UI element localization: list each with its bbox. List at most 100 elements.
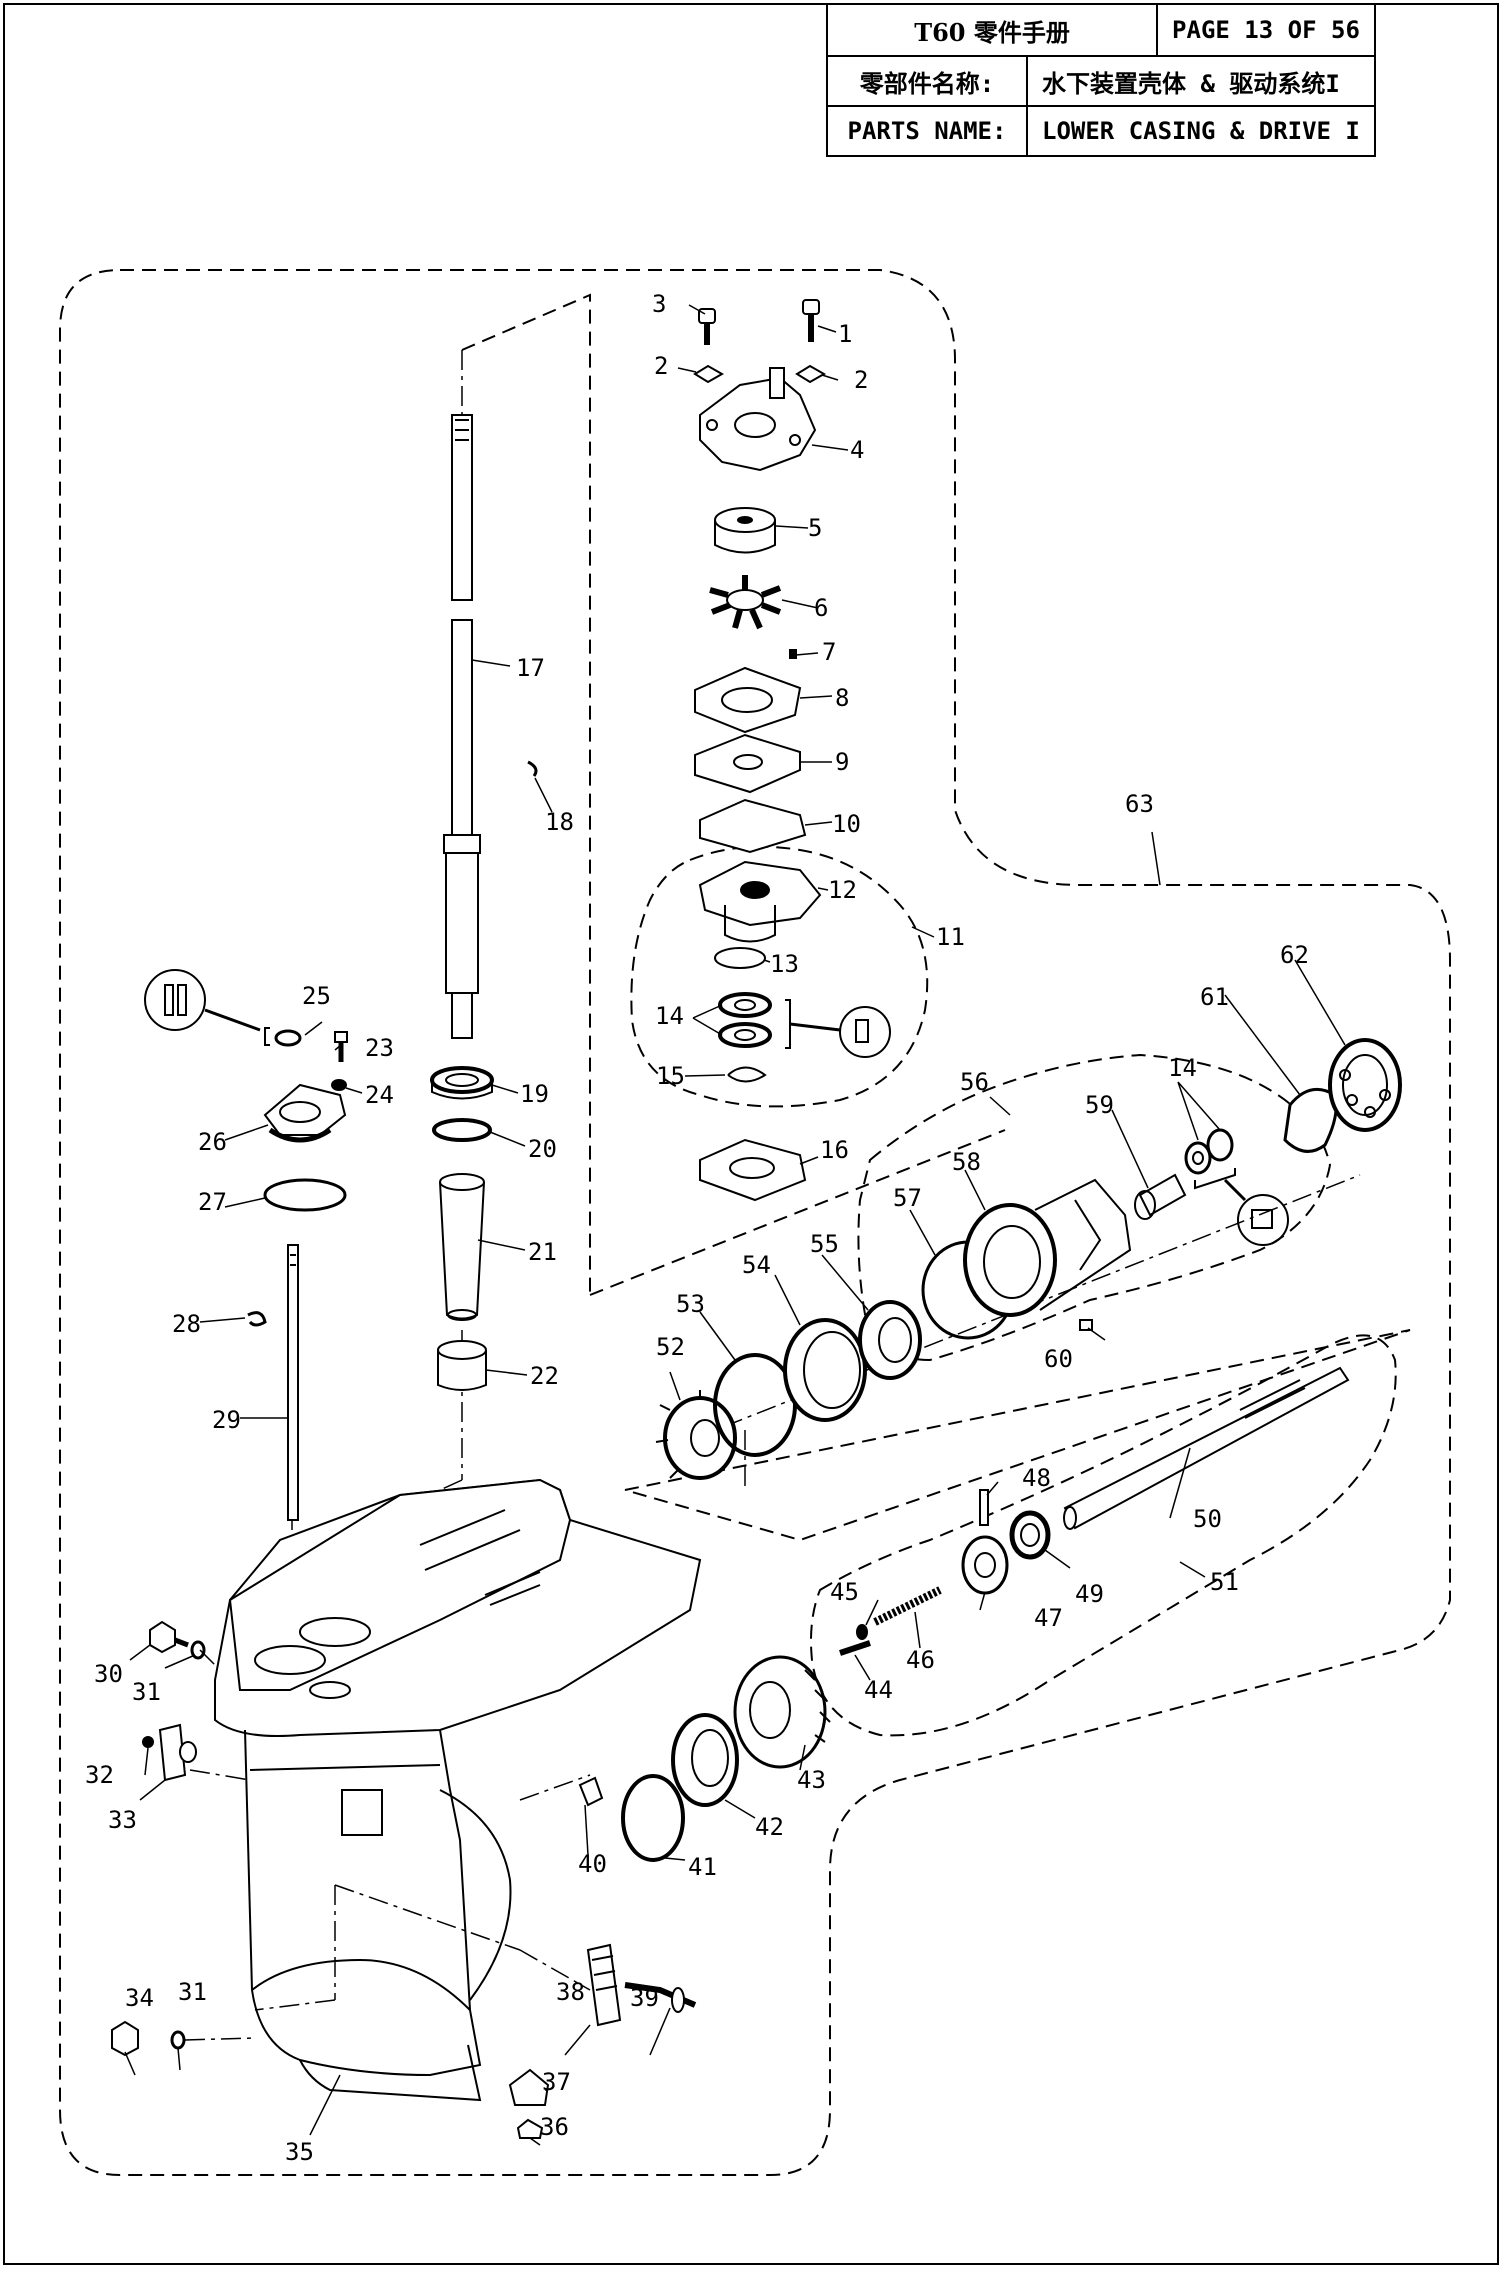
outer-plate-9: [694, 733, 801, 794]
washer-24: [331, 1079, 347, 1091]
callout-38: 38: [556, 1978, 585, 2006]
bottom-fittings: [508, 1776, 697, 2139]
callout-61: 61: [1200, 983, 1229, 1011]
shift-rod-group: [144, 969, 348, 1521]
gasket-10: [699, 798, 807, 854]
callout-47: 47: [1034, 1604, 1063, 1632]
callout-56: 56: [960, 1068, 989, 1096]
callout-62: 62: [1280, 941, 1309, 969]
gasket-31-top: [190, 1640, 206, 1660]
title-block: T60 零件手册 PAGE 13 OF 56 零部件名称: 水下装置壳体 & 驱…: [825, 3, 1376, 157]
ball-bearing-55: [858, 1300, 922, 1380]
bolt-23: [334, 1031, 348, 1043]
reverse-gear-group: [655, 1038, 1402, 1480]
drawing-sheet-border: [3, 3, 1499, 2265]
callout-26: 26: [198, 1128, 227, 1156]
needle-bearing-59: [1134, 1173, 1187, 1220]
spring-49: [1009, 1510, 1051, 1560]
callout-1: 1: [838, 320, 852, 348]
callout-14: 14: [655, 1002, 684, 1030]
callout-8: 8: [835, 684, 849, 712]
water-pump-stack: [693, 299, 891, 1202]
callout-53: 53: [676, 1290, 705, 1318]
parts-name-value-en: LOWER CASING & DRIVE I: [1026, 105, 1376, 157]
plug-30: [149, 1620, 176, 1654]
o-ring-13: [714, 947, 766, 969]
callout-55: 55: [810, 1230, 839, 1258]
ball-45: [856, 1624, 868, 1640]
callout-39: 39: [630, 1984, 659, 2012]
callout-25: 25: [302, 982, 331, 1010]
callout-46: 46: [906, 1646, 935, 1674]
bearing-housing-58: [963, 1178, 1132, 1317]
callout-33: 33: [108, 1806, 137, 1834]
callout-10: 10: [832, 810, 861, 838]
callout-2-left: 2: [654, 352, 668, 380]
catalog-title: T60 零件手册: [825, 3, 1159, 57]
plunger-44: [839, 1640, 871, 1656]
callout-43: 43: [797, 1766, 826, 1794]
gasket-16: [699, 1138, 807, 1202]
callout-6: 6: [814, 594, 828, 622]
callout-48: 48: [1022, 1464, 1051, 1492]
callout-36: 36: [540, 2113, 569, 2141]
left-fittings: [111, 1620, 206, 2057]
forward-gear-43: [733, 1655, 831, 1769]
clutch-47: [961, 1535, 1009, 1595]
o-ring-27: [263, 1178, 347, 1212]
callout-44: 44: [864, 1676, 893, 1704]
trim-part-40: [578, 1776, 604, 1807]
part-callouts: 1 2 2 3 4 5 6 7 8 9 10 11 12 13 14 14 15…: [85, 290, 1309, 2166]
callout-23: 23: [365, 1034, 394, 1062]
callout-19: 19: [520, 1080, 549, 1108]
pin-48: [979, 1489, 989, 1526]
callout-58: 58: [952, 1148, 981, 1176]
leader-lines: [124, 304, 1346, 2146]
circlip-61: [1283, 1087, 1338, 1153]
gasket-31-bottom: [170, 2030, 186, 2050]
bolt-3: [698, 308, 716, 345]
callout-9: 9: [835, 748, 849, 776]
outline-51: [810, 1334, 1397, 1737]
shift-detail-bubble: [144, 969, 206, 1031]
callout-5: 5: [808, 514, 822, 542]
bearing-19: [430, 1066, 494, 1100]
callout-27: 27: [198, 1188, 227, 1216]
bearing-42: [671, 1713, 739, 1807]
bolt-1: [802, 299, 820, 342]
nut-36: [516, 2118, 544, 2139]
callout-16: 16: [820, 1136, 849, 1164]
callout-50: 50: [1193, 1505, 1222, 1533]
callout-7: 7: [822, 638, 836, 666]
callout-31-bottom: 31: [178, 1978, 207, 2006]
drive-shaft-17: [443, 414, 481, 1039]
thrust-washer-54: [783, 1318, 867, 1422]
outline-11: [630, 845, 929, 1108]
spring-46: [873, 1586, 942, 1626]
callout-14-second: 14: [1168, 1054, 1197, 1082]
callout-3: 3: [652, 290, 666, 318]
sleeve-21: [439, 1173, 485, 1321]
seal-detail-bubble-2: [1237, 1194, 1289, 1246]
callout-59: 59: [1085, 1091, 1114, 1119]
nut-37: [508, 2068, 550, 2106]
callout-11: 11: [936, 923, 965, 951]
callout-40: 40: [578, 1850, 607, 1878]
lower-casing-35: [214, 1478, 702, 2102]
callout-29: 29: [212, 1406, 241, 1434]
bearing-62: [1328, 1038, 1402, 1132]
shim-20: [432, 1118, 492, 1142]
parts-name-value-cn: 水下装置壳体 & 驱动系统I: [1026, 55, 1376, 107]
shift-rod-29: [287, 1244, 299, 1521]
callout-21: 21: [528, 1238, 557, 1266]
callout-22: 22: [530, 1362, 559, 1390]
callout-60: 60: [1044, 1345, 1073, 1373]
callout-28: 28: [172, 1310, 201, 1338]
callout-18: 18: [545, 808, 574, 836]
pin-60: [1079, 1319, 1093, 1331]
circlip-15: [727, 1066, 767, 1083]
callout-15: 15: [656, 1062, 685, 1090]
needle-bearing-22: [437, 1340, 487, 1391]
anode-38: [586, 1943, 622, 2027]
